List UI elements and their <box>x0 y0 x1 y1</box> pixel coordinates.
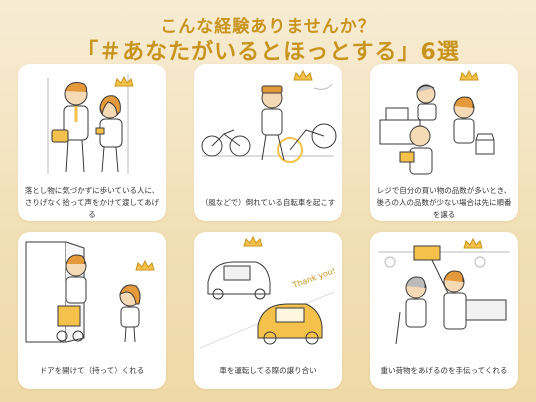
header-subtitle: こんな経験ありませんか？ <box>160 17 376 37</box>
panel-caption: 重い荷物をあげるのを手伝ってくれる <box>374 365 514 377</box>
illustration-register <box>379 69 495 175</box>
illustration-car: Thank you! <box>199 235 337 349</box>
caption-line: 後ろの人の品数が少ない場合は先に順番を譲る <box>376 198 512 219</box>
panel-caption: 落とし物に気づかずに歩いている人に、 さりげなく拾って声をかけて渡してあげる <box>22 185 162 221</box>
illustration-lost-item <box>47 74 134 174</box>
panel-lost-item: 落とし物に気づかずに歩いている人に、 さりげなく拾って声をかけて渡してあげる <box>18 64 166 221</box>
caption-line: 重い荷物をあげるのを手伝ってくれる <box>380 366 508 375</box>
illustration-luggage <box>378 237 510 345</box>
header-title: 「＃あなたがいるとほっとする」6選 <box>76 40 460 65</box>
caption-line: レジで自分の買い物の品数が多いとき、 <box>376 186 512 195</box>
caption-line: 落とし物に気づかずに歩いている人に、 <box>24 186 160 195</box>
panel-door: ドアを開けて（持って）くれる <box>18 232 166 389</box>
caption-line: ドアを開けて（持って）くれる <box>39 366 145 375</box>
panel-caption: 車を運転してる際の譲り合い <box>198 365 338 377</box>
illustration-bicycle <box>201 69 337 163</box>
panel-car: Thank you! 車を運転してる際の譲り合い <box>194 232 342 389</box>
thank-you-bubble-text: Thank you! <box>291 266 337 290</box>
caption-line: 車を運転してる際の譲り合い <box>219 366 317 375</box>
caption-line: さりげなく拾って声をかけて渡してあげる <box>24 198 160 219</box>
panel-caption: レジで自分の買い物の品数が多いとき、 後ろの人の品数が少ない場合は先に順番を譲る <box>374 185 514 221</box>
panel-register: レジで自分の買い物の品数が多いとき、 後ろの人の品数が少ない場合は先に順番を譲る <box>370 64 518 221</box>
illustration-door <box>25 241 155 343</box>
panel-caption: ドアを開けて（持って）くれる <box>22 365 162 377</box>
panel-luggage: 重い荷物をあげるのを手伝ってくれる <box>370 232 518 389</box>
panel-caption: （風などで）倒れている自転車を起こす <box>198 197 338 209</box>
caption-line: （風などで）倒れている自転車を起こす <box>200 198 336 207</box>
panel-bicycle: （風などで）倒れている自転車を起こす <box>194 64 342 221</box>
